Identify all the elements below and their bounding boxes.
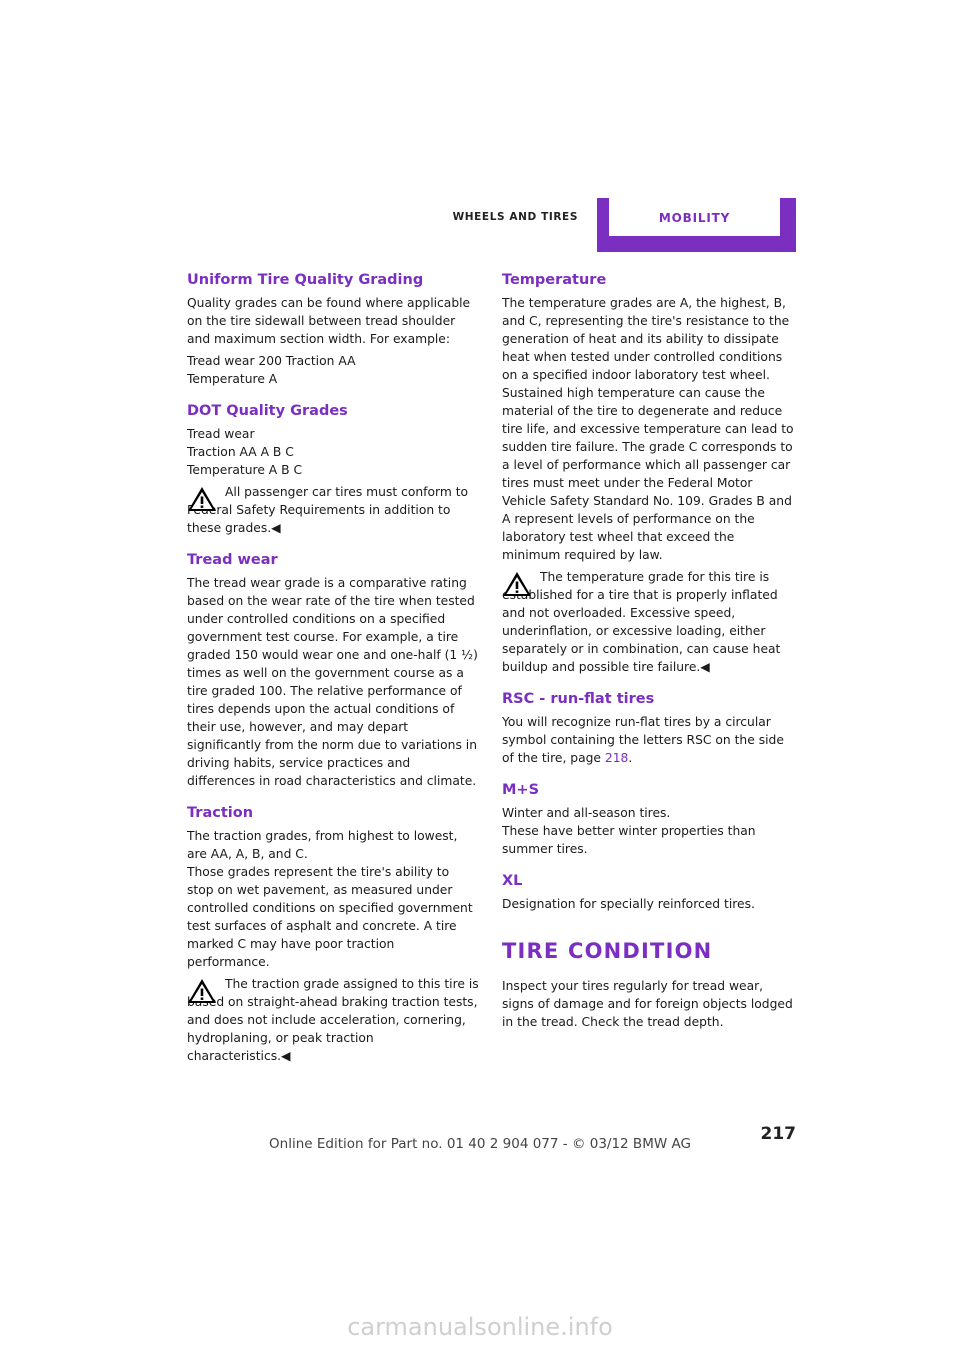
utqg-section: Uniform Tire Quality Grading Quality gra… bbox=[187, 272, 479, 388]
rsc-heading: RSC - run-flat tires bbox=[502, 691, 655, 707]
rsc-text: You will recognize run-flat tires by a c… bbox=[502, 713, 794, 767]
temperature-section: Temperature The temperature grades are A… bbox=[502, 272, 794, 676]
tire-condition-text: Inspect your tires regularly for tread w… bbox=[502, 979, 793, 1029]
rsc-text-body: You will recognize run-flat tires by a c… bbox=[502, 715, 784, 765]
header-chapter-tab: MOBILITY bbox=[597, 198, 796, 252]
treadwear-section: Tread wear The tread wear grade is a com… bbox=[187, 552, 479, 790]
xl-heading: XL bbox=[502, 873, 523, 889]
ms-section: M+S Winter and all-season tires. These h… bbox=[502, 782, 794, 858]
traction-text-1: The traction grades, from highest to low… bbox=[187, 829, 458, 861]
dot-line-2: Traction AA A B C bbox=[187, 445, 294, 459]
treadwear-text: The tread wear grade is a comparative ra… bbox=[187, 576, 478, 788]
temperature-text: The temperature grades are A, the highes… bbox=[502, 296, 794, 562]
warning-triangle-icon bbox=[503, 572, 531, 596]
utqg-text: Quality grades can be found where applic… bbox=[187, 296, 471, 346]
dot-line-1: Tread wear bbox=[187, 427, 255, 441]
temperature-warning: The temperature grade for this tire is e… bbox=[502, 568, 794, 676]
watermark: carmanualsonline.info bbox=[347, 1313, 613, 1341]
ms-heading: M+S bbox=[502, 782, 540, 798]
traction-warning-text: The traction grade assigned to this tire… bbox=[187, 977, 479, 1063]
page-reference-link[interactable]: 218 bbox=[604, 751, 629, 765]
footer-edition: Online Edition for Part no. 01 40 2 904 … bbox=[269, 1136, 691, 1152]
rsc-text-end: . bbox=[628, 751, 633, 765]
header-chapter-label: MOBILITY bbox=[609, 198, 780, 236]
tire-condition-heading: TIRE CONDITION bbox=[502, 939, 713, 963]
traction-text-2: Those grades represent the tire's abilit… bbox=[187, 865, 473, 969]
ms-text-1: Winter and all-season tires. bbox=[502, 806, 671, 820]
xl-text: Designation for specially reinforced tir… bbox=[502, 897, 755, 911]
utqg-example-line-1: Tread wear 200 Traction AA bbox=[187, 354, 356, 368]
dot-warning-text: All passenger car tires must conform to … bbox=[187, 485, 469, 535]
tire-condition-section: TIRE CONDITION Inspect your tires regula… bbox=[502, 939, 794, 1031]
treadwear-heading: Tread wear bbox=[187, 552, 278, 568]
page-number: 217 bbox=[760, 1124, 797, 1144]
rsc-section: RSC - run-flat tires You will recognize … bbox=[502, 691, 794, 767]
xl-section: XL Designation for specially reinforced … bbox=[502, 873, 794, 913]
dot-line-3: Temperature A B C bbox=[187, 463, 303, 477]
traction-heading: Traction bbox=[187, 805, 254, 821]
warning-triangle-icon bbox=[188, 979, 216, 1003]
left-column: Uniform Tire Quality Grading Quality gra… bbox=[187, 272, 479, 1080]
dot-heading: DOT Quality Grades bbox=[187, 403, 348, 419]
warning-triangle-icon bbox=[188, 487, 216, 511]
traction-warning: The traction grade assigned to this tire… bbox=[187, 975, 479, 1065]
utqg-heading: Uniform Tire Quality Grading bbox=[187, 272, 424, 288]
right-column: Temperature The temperature grades are A… bbox=[502, 272, 794, 1046]
header-section-title: WHEELS AND TIRES bbox=[452, 211, 578, 223]
traction-section: Traction The traction grades, from highe… bbox=[187, 805, 479, 1065]
utqg-example-line-2: Temperature A bbox=[187, 372, 278, 386]
ms-text-2: These have better winter properties than… bbox=[502, 824, 756, 856]
temperature-warning-text: The temperature grade for this tire is e… bbox=[502, 570, 781, 674]
dot-warning: All passenger car tires must conform to … bbox=[187, 483, 479, 537]
temperature-heading: Temperature bbox=[502, 272, 607, 288]
dot-section: DOT Quality Grades Tread wear Traction A… bbox=[187, 403, 479, 537]
